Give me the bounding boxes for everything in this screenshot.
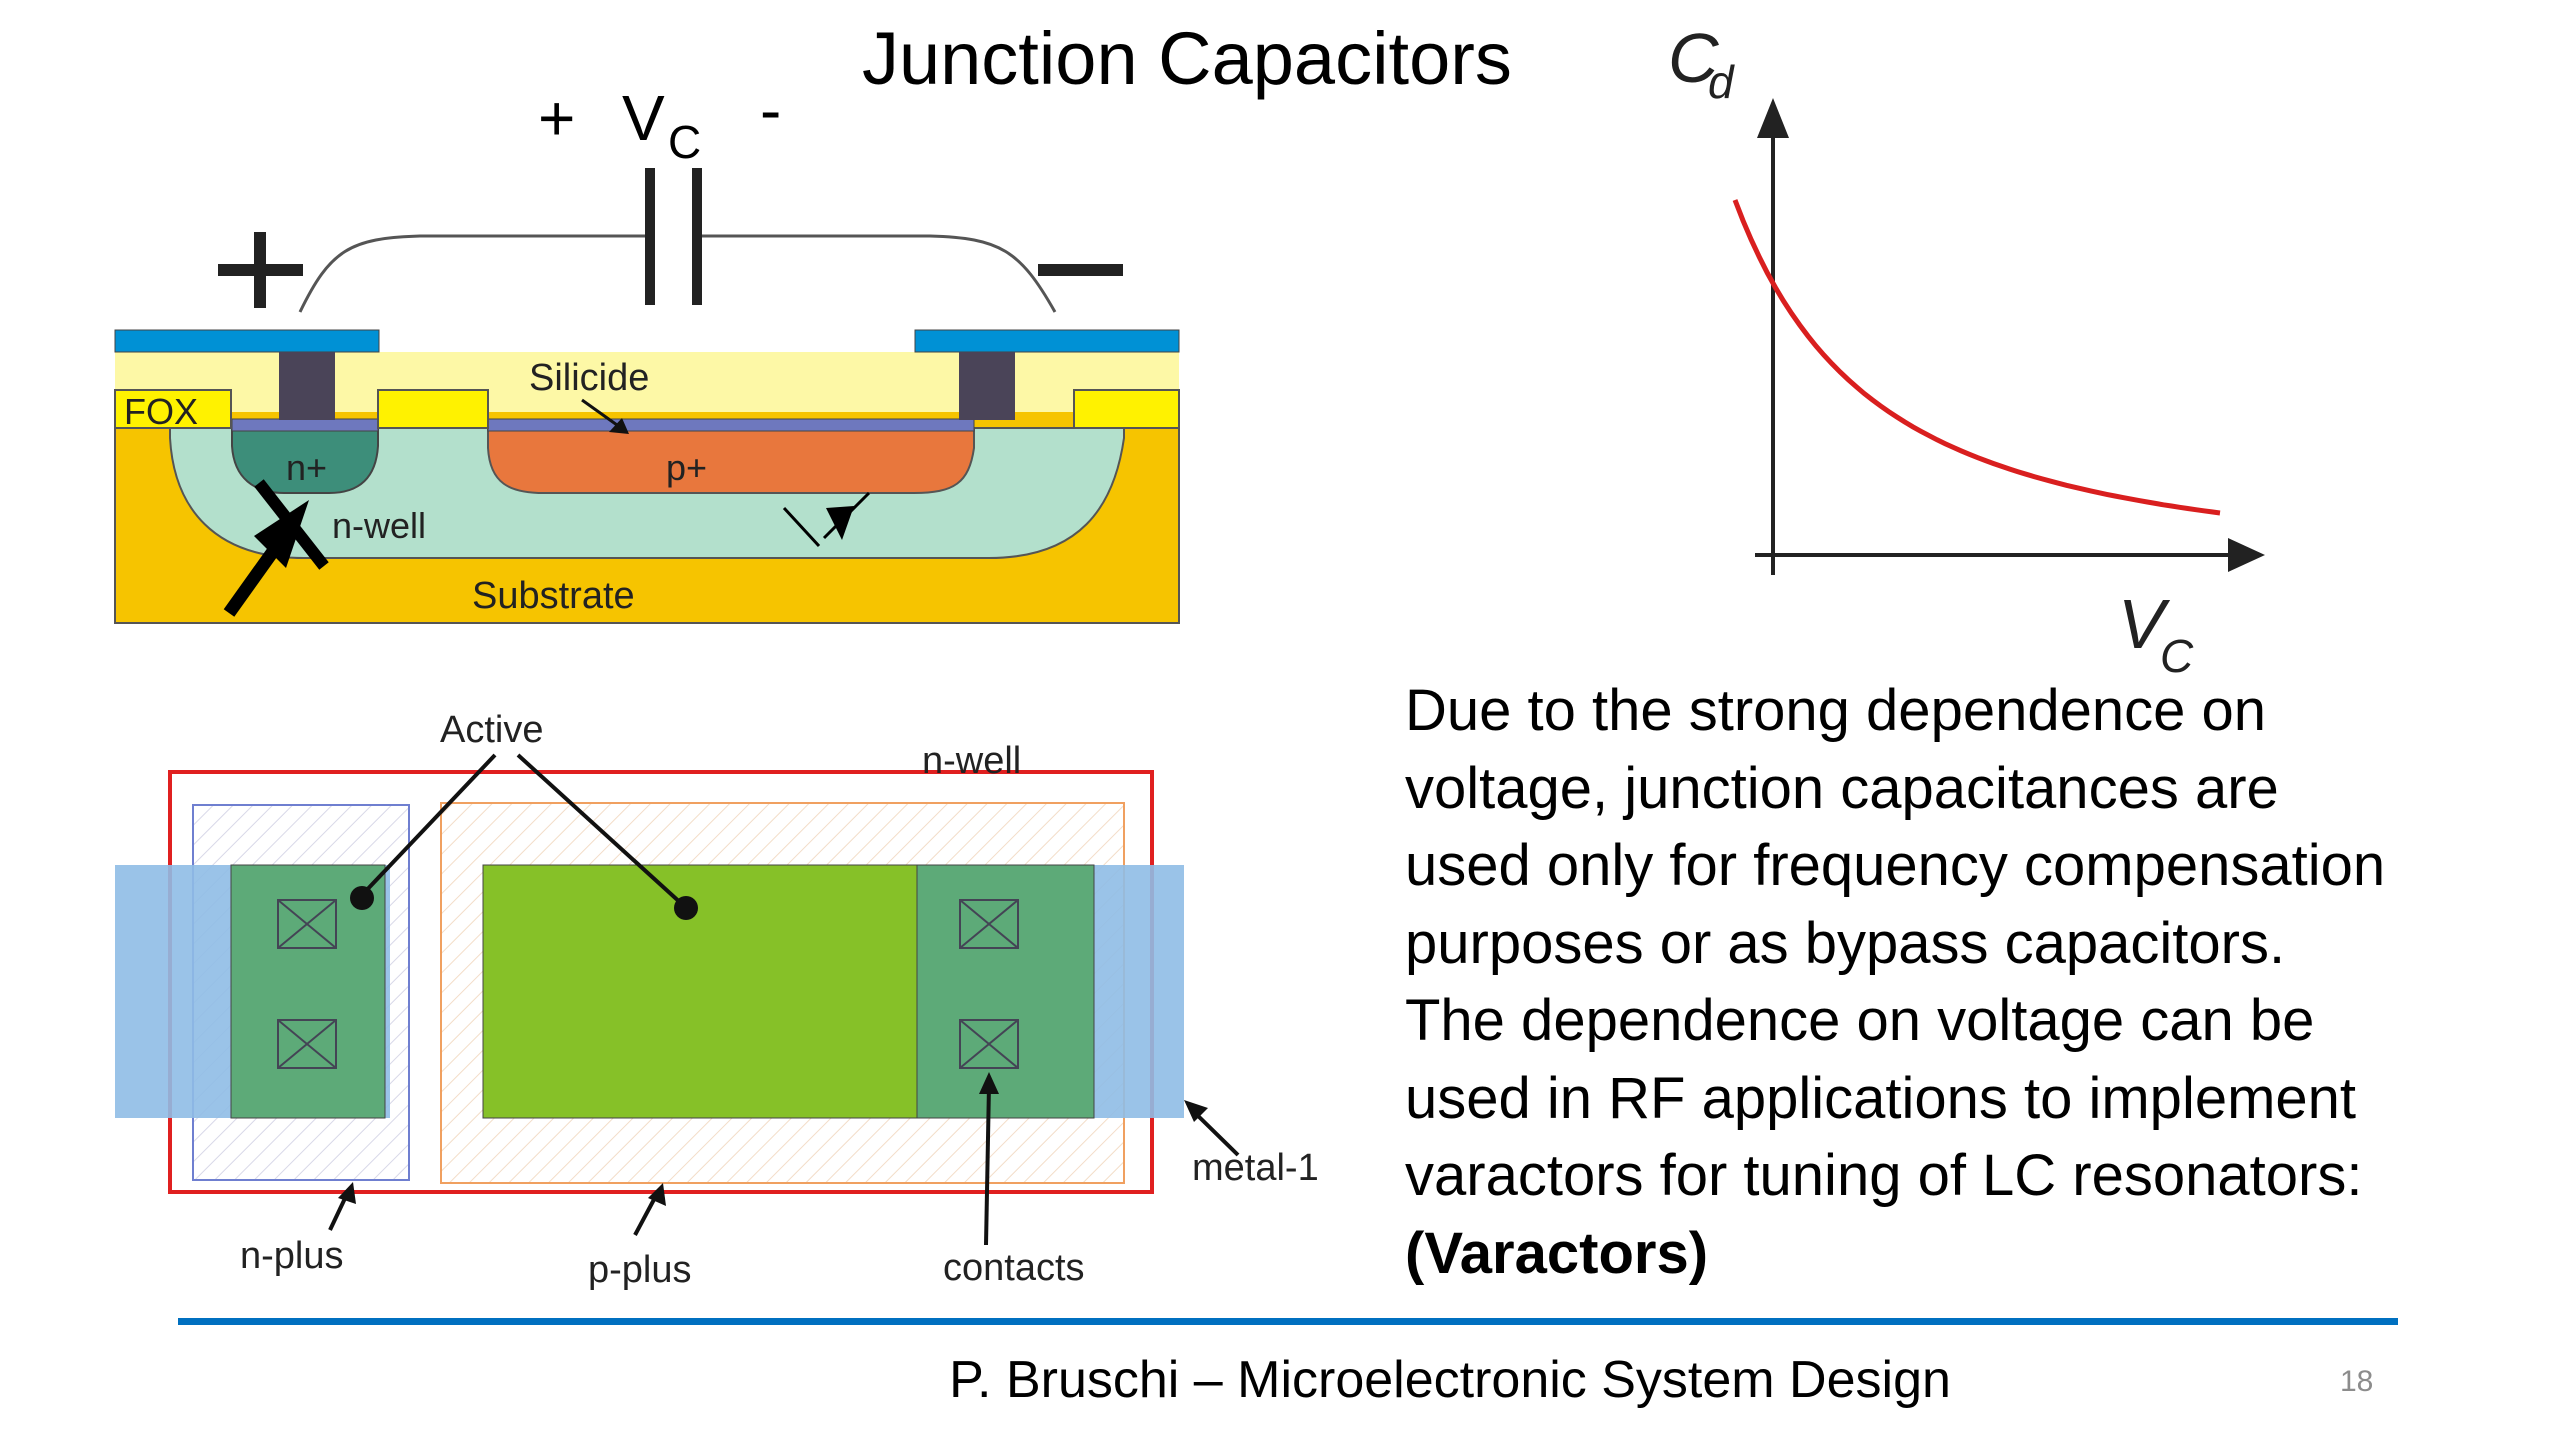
diode-substrate-nwell-icon	[223, 479, 329, 617]
capacitor-schematic: + V C -	[218, 74, 1123, 313]
label-p-plus: p-plus	[588, 1249, 692, 1290]
contact-plug-right	[959, 352, 1015, 420]
contact-plug-left	[279, 352, 335, 420]
contact-icon	[277, 899, 337, 949]
body-line: varactors for tuning of LC resonators:	[1405, 1143, 2363, 1208]
cd-vs-vc-graph: C d V C	[1668, 19, 2265, 682]
footer-divider	[178, 1318, 2398, 1325]
y-axis-label: C	[1668, 19, 1719, 97]
contact-icon	[959, 1019, 1019, 1069]
label-silicide: Silicide	[529, 357, 649, 399]
label-fox: FOX	[124, 391, 198, 432]
x-axis-arrow-icon	[2228, 538, 2265, 572]
vc-plus-sign: +	[538, 82, 575, 154]
vc-minus-sign: -	[760, 74, 781, 146]
silicide-p	[487, 418, 975, 432]
capacitor-plate-left	[645, 168, 655, 305]
p-plus-region	[487, 427, 975, 494]
body-line: used only for frequency compensation	[1405, 833, 2386, 898]
body-line: voltage, junction capacitances are	[1405, 755, 2279, 821]
metal-right	[914, 329, 1180, 353]
body-emphasis: (Varactors)	[1405, 1220, 1709, 1286]
silicide-arrow-icon	[609, 418, 629, 434]
body-line: The dependence on voltage can be	[1405, 988, 2315, 1053]
n-plus-region	[231, 427, 379, 494]
varactor-layout-diagram: Active n-well metal-1 n-plus p-plus cont…	[115, 709, 1319, 1290]
p-plus-arrow-icon	[648, 1183, 666, 1206]
label-substrate: Substrate	[472, 575, 635, 617]
contact-icon	[277, 1019, 337, 1069]
junction-cross-section: Silicide FOX n+ p+ n-well Substrate	[114, 329, 1180, 624]
fox-left	[114, 389, 232, 429]
fox-middle	[377, 389, 489, 429]
x-axis-subscript: C	[2160, 630, 2194, 682]
vc-subscript: C	[668, 116, 701, 168]
vc-label: V	[622, 82, 665, 154]
body-line: used in RF applications to implement	[1405, 1065, 2357, 1131]
body-line: Due to the strong dependence on	[1405, 678, 2266, 743]
slide-title: Junction Capacitors	[862, 17, 1512, 100]
terminal-minus-icon	[1038, 264, 1123, 276]
footer-text: P. Bruschi – Microelectronic System Desi…	[949, 1351, 1951, 1409]
active-pointer-dot	[674, 896, 698, 920]
y-axis-arrow-icon	[1757, 98, 1789, 138]
cd-curve	[1732, 199, 2221, 516]
x-axis-label: V	[2118, 585, 2171, 663]
active-pointer-dot	[350, 886, 374, 910]
active-p-contact-region	[916, 864, 1095, 1119]
capacitor-wire	[298, 234, 1057, 313]
body-line: purposes or as bypass capacitors.	[1405, 910, 2286, 976]
page-number: 18	[2340, 1365, 2374, 1398]
contacts-arrow-icon	[979, 1072, 999, 1094]
metal-left	[114, 329, 380, 353]
active-p-region	[482, 864, 919, 1119]
diode-pplus-nwell-icon	[782, 491, 871, 548]
label-contacts: contacts	[943, 1247, 1085, 1289]
n-plus-arrow-icon	[338, 1182, 356, 1204]
label-active: Active	[440, 709, 543, 751]
terminal-plus-icon	[218, 232, 303, 308]
y-axis-subscript: d	[1708, 56, 1735, 108]
label-p-plus: p+	[666, 447, 707, 488]
body-paragraph: Due to the strong dependence on voltage,…	[1405, 672, 2545, 1292]
label-metal-1: metal-1	[1192, 1147, 1319, 1189]
label-n-well: n-well	[332, 505, 426, 546]
capacitor-plate-right	[692, 168, 702, 305]
metal-1-arrow-icon	[1184, 1100, 1208, 1122]
label-n-plus: n+	[286, 447, 327, 488]
contact-icon	[959, 899, 1019, 949]
fox-right	[1073, 389, 1180, 429]
label-n-plus: n-plus	[240, 1235, 344, 1277]
label-n-well: n-well	[922, 740, 1021, 782]
silicide-n	[231, 418, 379, 432]
